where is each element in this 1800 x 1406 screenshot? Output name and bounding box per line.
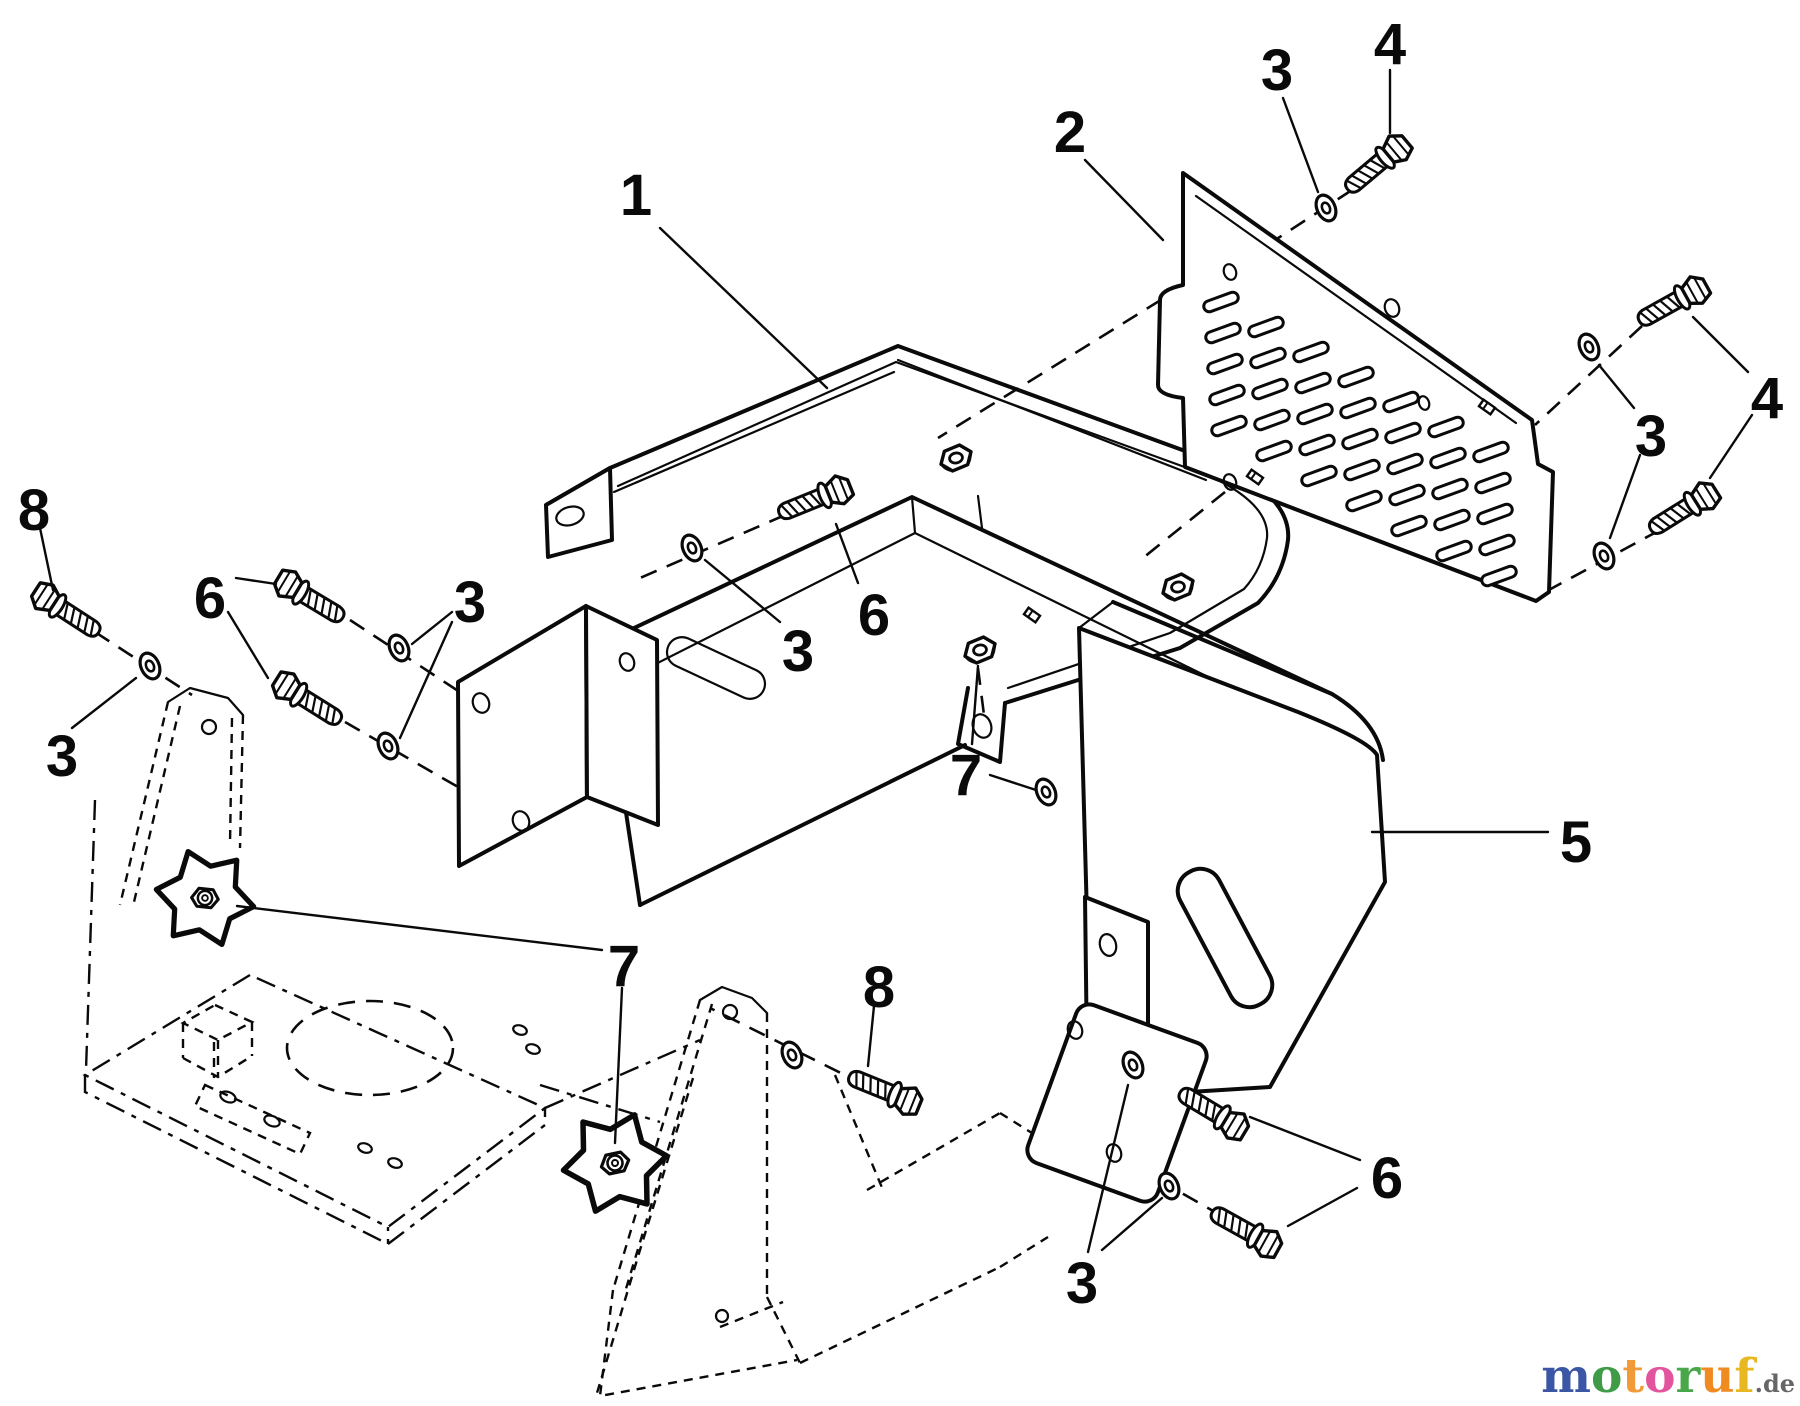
washer-3-right-lower (1588, 538, 1620, 574)
bolt-6-middle (772, 470, 858, 530)
bolt-8-bottom (841, 1061, 927, 1121)
washer-3-right-upper (1573, 329, 1605, 365)
logo-letter: u (1700, 1349, 1734, 1404)
washer-7-right (1030, 774, 1062, 810)
callout-4-right: 4 (1751, 366, 1783, 431)
callout-7-bottom: 7 (608, 934, 640, 999)
callout-3-bottomright: 3 (1066, 1251, 1098, 1316)
vent-panel-part2 (1156, 171, 1555, 603)
nut-frame-top (936, 441, 976, 475)
washer-3-middle (676, 530, 708, 566)
logo-letter: f (1734, 1349, 1757, 1404)
washer-3-top (1310, 190, 1342, 226)
callout-4-top: 4 (1374, 12, 1406, 77)
hex-bolts (25, 128, 1725, 1264)
callout-8-left: 8 (18, 478, 50, 543)
logo-suffix: .de (1755, 1369, 1795, 1398)
callout-1: 1 (620, 163, 652, 228)
upper-frame-part1 (544, 344, 1291, 764)
callout-7-right: 7 (950, 743, 982, 808)
leader-lines (38, 68, 1754, 1254)
washer-3-left-mid-lower (372, 728, 404, 764)
logo-letter: o (1644, 1349, 1675, 1404)
star-knob-1 (149, 847, 261, 948)
callout-6-middle: 6 (858, 583, 890, 648)
bracket-ghost-right (799, 1074, 1049, 1365)
washer-3-left (134, 648, 166, 684)
motoruf-logo: motoruf.de (1541, 1349, 1795, 1404)
callout-labels: 1 2 3 4 4 3 8 6 3 3 3 6 7 7 8 5 6 3 (18, 12, 1783, 1316)
logo-letter: r (1675, 1349, 1701, 1404)
callout-8-bottom: 8 (863, 955, 895, 1020)
logo-letter: t (1622, 1349, 1644, 1404)
callout-3-top: 3 (1261, 38, 1293, 103)
callout-3-middle: 3 (782, 619, 814, 684)
channel-cutout (665, 636, 767, 700)
base-platform-ghost (82, 799, 701, 1246)
flange-nuts (936, 441, 1198, 667)
callout-2: 2 (1054, 100, 1086, 165)
bolt-6-left-lower (266, 666, 350, 735)
bolt-6-bottomright-lower (1203, 1197, 1288, 1264)
nut-channel-right (1158, 570, 1198, 604)
logo-letter: m (1541, 1349, 1591, 1404)
callout-6-bottomright: 6 (1371, 1146, 1403, 1211)
nut-7-end (960, 633, 1000, 667)
bolt-6-left-upper (268, 564, 353, 632)
callout-3-farleft: 3 (46, 724, 78, 789)
bolt-8-left (25, 576, 109, 647)
callout-3-right: 3 (1635, 404, 1667, 469)
callout-5: 5 (1560, 810, 1592, 875)
mounting-bracket-right (1025, 1002, 1209, 1204)
stud-tip-1 (1022, 606, 1042, 624)
side-panel-ghost-left (118, 686, 245, 906)
logo-letter: o (1591, 1349, 1622, 1404)
callout-3-leftmid: 3 (454, 570, 486, 635)
mounting-bracket-left (456, 604, 660, 868)
bolt-4-right-lower (1641, 475, 1725, 545)
handle-cutout (1175, 866, 1275, 1010)
frame-end-flange (544, 466, 614, 559)
callout-6-left: 6 (194, 566, 226, 631)
bolt-4-top (1336, 128, 1418, 203)
